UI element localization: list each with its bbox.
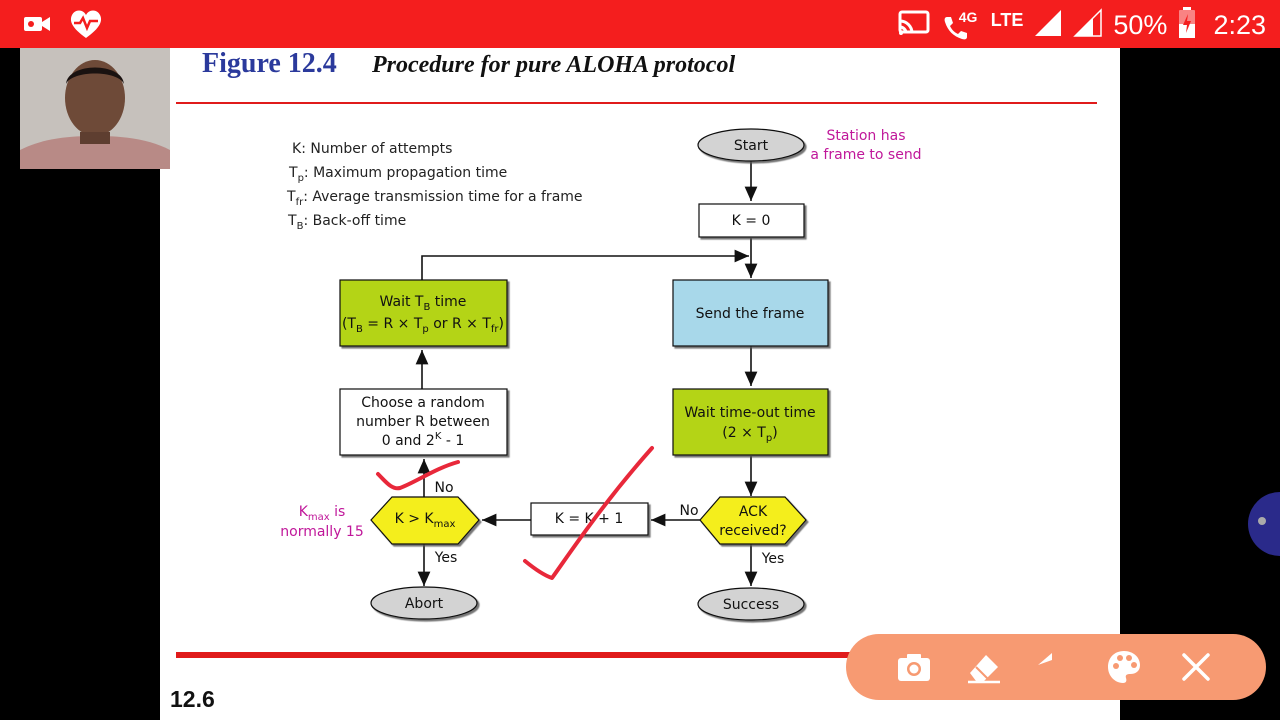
slide-title: Procedure for pure ALOHA protocol bbox=[372, 52, 736, 78]
close-toolbar-button[interactable] bbox=[1176, 647, 1216, 687]
compare-label: K > Kmax bbox=[395, 511, 456, 530]
ack-line1: ACK bbox=[739, 504, 768, 520]
random-line3: 0 and 2K - 1 bbox=[382, 431, 464, 449]
increment-label: K = K + 1 bbox=[555, 511, 624, 527]
status-bar: 4G LTE 50% 2:23 bbox=[0, 0, 1280, 48]
signal-icon bbox=[1033, 8, 1063, 42]
legend-symbol: T bbox=[289, 165, 298, 181]
legend-item: Tfr: Average transmission time for a fra… bbox=[287, 189, 583, 213]
footer-divider bbox=[176, 652, 856, 658]
init-node: K = 0 bbox=[698, 203, 805, 238]
legend-text: : Maximum propagation time bbox=[303, 165, 508, 181]
camera-icon bbox=[898, 654, 930, 681]
signal-type-label: 4G bbox=[958, 9, 978, 25]
wait-backoff-line1: Wait TB time bbox=[380, 294, 467, 313]
ack-no-label: No bbox=[679, 503, 698, 519]
network-type-label: LTE bbox=[990, 9, 1024, 30]
random-line1: Choose a random bbox=[361, 395, 484, 411]
screenshot-button[interactable] bbox=[894, 647, 934, 687]
compare-no-label: No bbox=[434, 480, 453, 496]
legend-subscript: p bbox=[297, 172, 304, 184]
palette-icon bbox=[1108, 651, 1140, 683]
eraser-icon bbox=[968, 655, 1000, 684]
webcam-video[interactable] bbox=[20, 48, 170, 169]
clock-time: 2:23 bbox=[1213, 9, 1266, 40]
increment-node: K = K + 1 bbox=[530, 502, 649, 536]
compare-yes-label: Yes bbox=[434, 550, 458, 566]
legend-text: : Average transmission time for a frame bbox=[303, 189, 583, 205]
cast-icon bbox=[897, 9, 931, 41]
legend-symbol: K bbox=[292, 141, 302, 157]
wait-timeout-node: Wait time-out time (2 × Tp) bbox=[672, 388, 829, 456]
legend-text: : Number of attempts bbox=[301, 141, 453, 157]
legend-subscript: B bbox=[296, 220, 304, 232]
heart-pulse-icon bbox=[68, 8, 104, 44]
battery-percent: 50% bbox=[1113, 9, 1168, 40]
flow-connectors bbox=[415, 161, 758, 586]
success-node: Success bbox=[697, 587, 805, 621]
start-note-line2: a frame to send bbox=[810, 147, 921, 163]
battery-charging-icon bbox=[1177, 6, 1197, 44]
undo-button[interactable] bbox=[1034, 647, 1074, 687]
kmax-note-line1: Kmax is bbox=[299, 504, 346, 523]
drawing-toolbar bbox=[846, 634, 1266, 700]
legend-symbol: T bbox=[288, 213, 297, 229]
page-number: 12.6 bbox=[170, 686, 215, 712]
start-note-line1: Station has bbox=[827, 128, 906, 144]
legend-text: : Back-off time bbox=[303, 213, 407, 229]
compare-decision-node: K > Kmax bbox=[370, 496, 480, 545]
legend: K: Number of attempts Tp: Maximum propag… bbox=[287, 141, 583, 237]
pen-stroke-underline bbox=[376, 460, 460, 491]
color-palette-button[interactable] bbox=[1104, 647, 1144, 687]
legend-symbol: T bbox=[287, 189, 296, 205]
signal-icon bbox=[1073, 8, 1103, 42]
abort-label: Abort bbox=[405, 596, 444, 612]
eraser-button[interactable] bbox=[964, 647, 1004, 687]
arrow-waittb-to-send bbox=[421, 249, 749, 280]
wifi-calling-icon: 4G bbox=[941, 9, 981, 41]
slide-canvas bbox=[160, 48, 1120, 720]
kmax-note-line2: normally 15 bbox=[280, 524, 364, 540]
legend-item: K: Number of attempts bbox=[292, 141, 583, 165]
video-camera-icon bbox=[22, 12, 52, 40]
undo-icon bbox=[1038, 653, 1052, 665]
bubble-dot-icon bbox=[1258, 517, 1266, 525]
wait-backoff-line2: (TB = R × Tp or R × Tfr) bbox=[342, 316, 504, 335]
ack-yes-label: Yes bbox=[761, 551, 785, 567]
wait-timeout-line1: Wait time-out time bbox=[684, 405, 815, 421]
wait-backoff-node: Wait TB time (TB = R × Tp or R × Tfr) bbox=[339, 279, 508, 347]
presenter-silhouette bbox=[20, 48, 170, 169]
random-line2: number R between bbox=[356, 414, 490, 430]
start-label: Start bbox=[734, 138, 769, 154]
pen-stroke-checkmark bbox=[523, 446, 654, 580]
figure-label: Figure 12.4 bbox=[202, 48, 337, 79]
ack-decision-node: ACK received? bbox=[699, 496, 807, 545]
abort-node: Abort bbox=[370, 586, 478, 620]
close-icon bbox=[1182, 653, 1210, 681]
floating-bubble-button[interactable] bbox=[1248, 492, 1280, 556]
send-label: Send the frame bbox=[696, 306, 805, 322]
start-node: Start bbox=[697, 128, 805, 162]
init-label: K = 0 bbox=[732, 213, 771, 229]
success-label: Success bbox=[723, 597, 779, 613]
wait-timeout-line2: (2 × Tp) bbox=[722, 425, 777, 444]
ack-line2: received? bbox=[719, 523, 786, 539]
random-node: Choose a random number R between 0 and 2… bbox=[339, 388, 508, 456]
legend-item: TB: Back-off time bbox=[288, 213, 583, 237]
legend-subscript: fr bbox=[295, 196, 304, 208]
title-divider bbox=[176, 102, 1097, 104]
legend-item: Tp: Maximum propagation time bbox=[289, 165, 583, 189]
pen-annotations[interactable] bbox=[376, 446, 654, 580]
send-node: Send the frame bbox=[672, 279, 829, 347]
